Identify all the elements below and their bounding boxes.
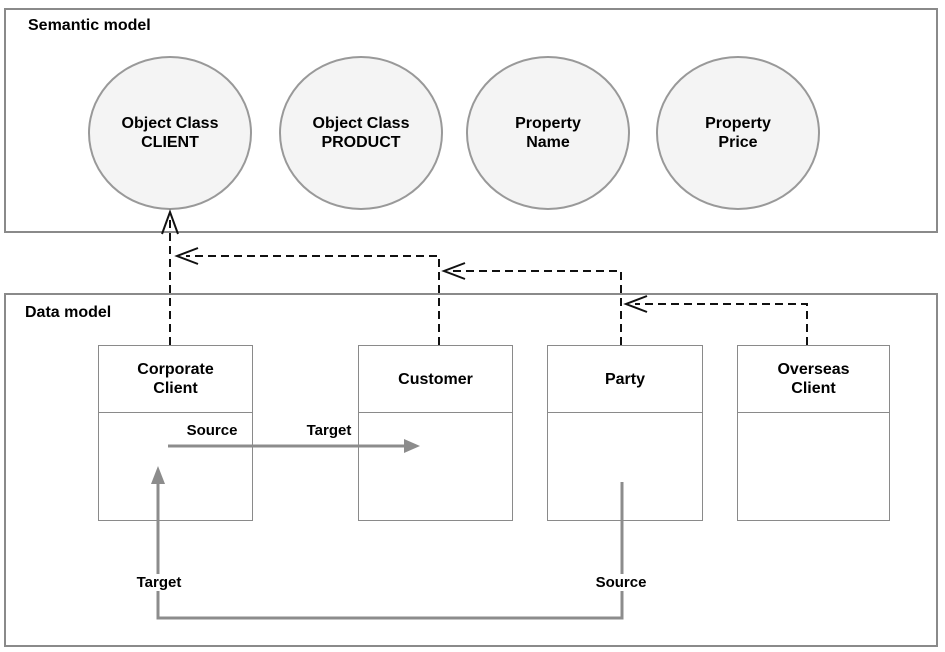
semantic-node-object-class-client: Object Class CLIENT: [88, 56, 252, 210]
entity-overseas-client-body: [738, 413, 889, 521]
semantic-model-title: Semantic model: [28, 17, 151, 34]
label-source-party-corporate: Source: [592, 574, 650, 591]
label-target-corporate-customer: Target: [306, 422, 352, 439]
label-target-party-corporate: Target: [133, 574, 185, 591]
entity-overseas-client-name: Overseas Client: [738, 346, 889, 413]
arrowhead-left-icon: [441, 262, 466, 280]
data-model-title: Data model: [25, 304, 112, 321]
entity-customer-body: [359, 413, 512, 521]
semantic-node-property-name: Property Name: [466, 56, 630, 210]
entity-party-name: Party: [548, 346, 702, 413]
entity-overseas-client: Overseas Client: [737, 345, 890, 521]
semantic-node-object-class-product: Object Class PRODUCT: [279, 56, 443, 210]
arrowhead-left-icon: [174, 247, 199, 265]
semantic-node-property-price: Property Price: [656, 56, 820, 210]
label-source-corporate-customer: Source: [186, 422, 238, 439]
entity-customer: Customer: [358, 345, 513, 521]
entity-customer-name: Customer: [359, 346, 512, 413]
entity-corporate-client-name: Corporate Client: [99, 346, 252, 413]
entity-party-body: [548, 413, 702, 521]
entity-party: Party: [547, 345, 703, 521]
